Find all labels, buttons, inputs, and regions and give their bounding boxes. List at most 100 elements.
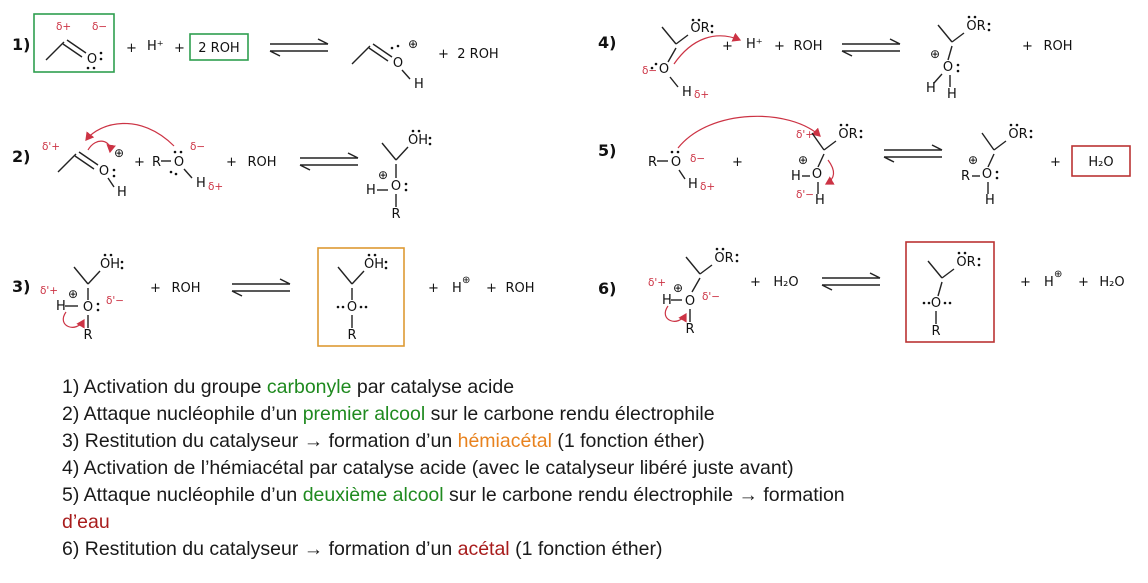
or-lone-pairs [839, 123, 863, 139]
oplus-superscript: ⊕ [462, 275, 470, 286]
nucleophilic-attack-arrow [677, 115, 821, 149]
plus-sign: + [1020, 275, 1031, 290]
alcohol-bonds [657, 160, 686, 180]
plus-sign: + [732, 155, 743, 170]
atom-H: H [366, 183, 376, 198]
roh-label: ROH [505, 281, 534, 296]
step-6-number: 6) [598, 279, 616, 298]
delta-prime-minus-label: δ'− [106, 295, 124, 307]
or-label: OR [838, 127, 857, 142]
atom-O: O [659, 62, 669, 77]
oplus-charge: ⊕ [930, 47, 940, 61]
ether-O: O [931, 296, 941, 311]
equilibrium-arrows [269, 38, 329, 57]
atom-R: R [961, 169, 970, 184]
atom-H: H [947, 87, 957, 102]
plus-sign: + [1050, 155, 1061, 170]
atom-H: H [414, 77, 424, 92]
carbonyl-O-lone-pairs [86, 51, 103, 70]
hemiacetal-bonds [337, 266, 365, 328]
h-plus-label: H⁺ [147, 39, 164, 54]
hemiacetal-bonds [661, 26, 689, 88]
explanation-3: 3) Restitution du catalyseur → formation… [62, 428, 1114, 455]
atom-O: O [982, 167, 992, 182]
equilibrium-arrows [231, 278, 291, 297]
O-lone-pairs [995, 170, 999, 180]
step-5: 5) R O δ− H δ+ + δ'+ OR ⊕ O H H δ'− [598, 115, 1131, 208]
explanation-text: 2) Attaque nucléophile d’un [62, 403, 303, 425]
plus-sign: + [1078, 275, 1089, 290]
plus-sign: + [134, 155, 145, 170]
protonated-O: O [393, 56, 403, 71]
alcohol-O: O [174, 155, 184, 170]
atom-O: O [391, 179, 401, 194]
atom-H: H [985, 193, 995, 208]
step-2: 2) δ'+ O ⊕ H + R O δ− H δ+ + ROH [12, 122, 432, 222]
plus-sign: + [722, 39, 733, 54]
carbonyl-O: O [87, 52, 97, 67]
or-lone-pairs [957, 251, 981, 267]
delta-minus-label: δ− [190, 141, 205, 153]
equilibrium-arrows [841, 38, 901, 57]
acetal-bonds [927, 260, 955, 324]
oplus-charge: ⊕ [673, 281, 683, 295]
step-2-number: 2) [12, 147, 30, 166]
or-label: OR [714, 251, 733, 266]
explanation-text: sur le carbone rendu électrophile → form… [443, 484, 845, 506]
explanation-6: 6) Restitution du catalyseur → formation… [62, 536, 1114, 563]
atom-R: R [391, 207, 400, 222]
or-lone-pairs [715, 247, 739, 263]
oplus-charge: ⊕ [408, 37, 418, 51]
oplus-charge: ⊕ [114, 146, 124, 160]
atom-R: R [152, 155, 161, 170]
mechanism-figure: 1) O δ+ δ− + H⁺ + 2 ROH O ⊕ H + 2 ROH [12, 13, 1131, 347]
delta-minus-label: δ− [642, 65, 657, 77]
plus-sign: + [486, 281, 497, 296]
plus-sign: + [226, 155, 237, 170]
reactant-bonds [671, 256, 713, 322]
protonated-hemiacetal-bonds [802, 132, 837, 194]
roh-label: ROH [793, 39, 822, 54]
delta-plus-label: δ+ [56, 21, 71, 33]
two-roh-label: 2 ROH [457, 47, 498, 62]
two-roh-label: 2 ROH [198, 41, 239, 56]
O-lone-pairs [956, 63, 960, 73]
carbonyl-green-box [33, 13, 115, 73]
or-label: OR [966, 19, 985, 34]
or-label: OR [690, 21, 709, 36]
h2o-label: H₂O [1099, 275, 1124, 290]
hemiacetal-orange-box [317, 247, 405, 347]
delta-prime-minus-label: δ'− [796, 189, 814, 201]
atom-H: H [682, 85, 692, 100]
carbonyl-bonds [45, 39, 87, 61]
explanation-5: 5) Attaque nucléophile d’un deuxième alc… [62, 482, 1114, 536]
h2o-label: H₂O [1088, 155, 1113, 170]
explanation-4: 4) Activation de l’hémiacétal par cataly… [62, 455, 1114, 482]
step-3-number: 3) [12, 277, 30, 296]
product-bonds [377, 142, 409, 207]
protonated-acetal-bonds [972, 132, 1007, 194]
step-4-number: 4) [598, 33, 616, 52]
plus-sign: + [774, 39, 785, 54]
protonated-hemiacetal-bonds [933, 24, 965, 87]
proton-release-arrow [62, 311, 85, 329]
keyword-deuxieme-alcool: deuxième alcool [302, 484, 444, 506]
keyword-hemiacetal: hémiacétal [457, 430, 552, 452]
step-1-number: 1) [12, 35, 30, 54]
explanation-text: sur le carbone rendu électrophile [425, 403, 715, 425]
atom-O: O [685, 294, 695, 309]
oplus-superscript: ⊕ [1054, 269, 1062, 280]
plus-sign: + [750, 275, 761, 290]
oplus-charge: ⊕ [378, 168, 388, 182]
explanation-text: 5) Attaque nucléophile d’un [62, 484, 303, 506]
atom-R: R [648, 155, 657, 170]
explanation-text: 3) Restitution du catalyseur → formation… [62, 430, 458, 452]
explanation-text: 6) Restitution du catalyseur → formation… [62, 538, 458, 560]
O-lone-pairs [404, 182, 408, 192]
explanation-text: par catalyse acide [351, 376, 515, 398]
alcohol-O: O [671, 155, 681, 170]
acetal-red-box [905, 241, 995, 343]
explanation-1: 1) Activation du groupe carbonyle par ca… [62, 374, 1114, 401]
equilibrium-arrows [883, 144, 943, 163]
O-lone-pairs [96, 302, 100, 312]
